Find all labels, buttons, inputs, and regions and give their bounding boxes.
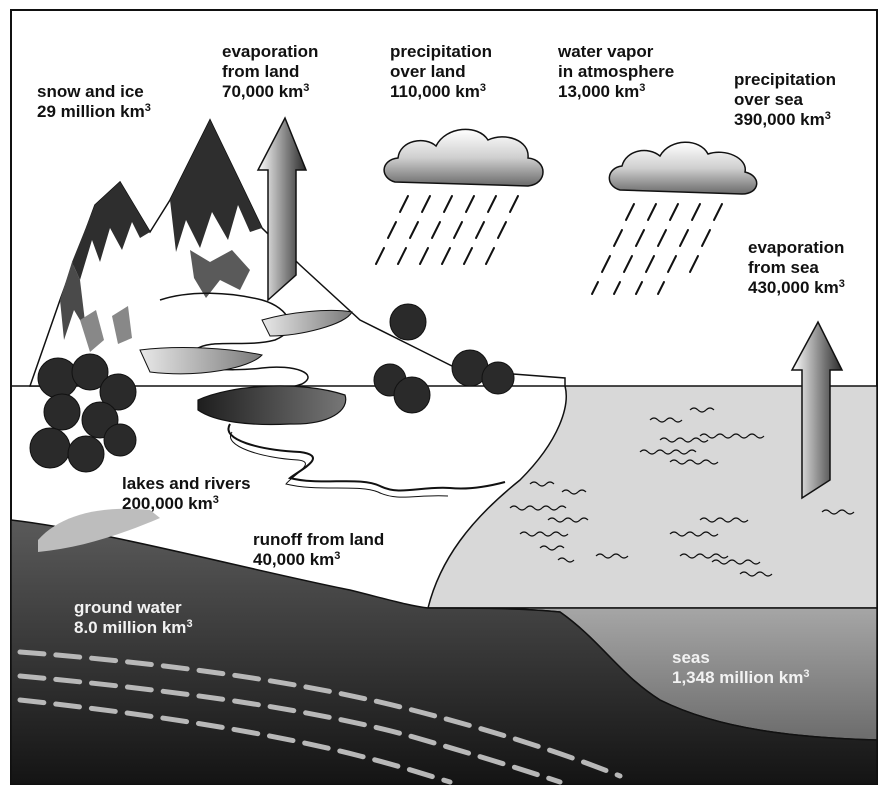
mountain-shadow — [60, 262, 86, 340]
runoff-amount: 40,000 km — [253, 550, 335, 569]
cloud-land — [383, 128, 544, 187]
lake-upper — [139, 347, 263, 375]
seas-amount: 1,348 million km — [672, 668, 804, 687]
label-evaporation-from-land: evaporation from land 70,000 km3 — [222, 42, 318, 102]
seas-unit-exp: 3 — [803, 668, 810, 680]
river-lower-bank — [229, 431, 449, 498]
sea-surface — [427, 385, 878, 609]
ground-water-layer — [10, 519, 878, 785]
precip-sea-line1: precipitation — [734, 70, 837, 89]
seas-line1: seas — [672, 648, 710, 667]
snow-ice-unit-exp: 3 — [144, 102, 151, 114]
label-precipitation-over-land: precipitation over land 110,000 km3 — [390, 42, 492, 102]
river-lower — [227, 423, 506, 492]
mountain-patch-2 — [112, 306, 132, 344]
label-water-vapor: water vapor in atmosphere 13,000 km3 — [558, 42, 674, 102]
evaporation-sea-arrow — [790, 320, 844, 500]
ground-unit-exp: 3 — [186, 618, 193, 630]
ground-amount: 8.0 million km — [74, 618, 187, 637]
label-lakes-and-rivers: lakes and rivers 200,000 km3 — [122, 474, 251, 514]
mountain-rock — [190, 250, 250, 298]
mountain-dark-face-left — [72, 182, 150, 280]
label-precipitation-over-sea: precipitation over sea 390,000 km3 — [734, 70, 836, 130]
lakes-amount: 200,000 km — [122, 494, 213, 513]
trees-left — [29, 353, 137, 473]
lake-dark — [197, 385, 347, 426]
evap-sea-line1: evaporation — [748, 238, 845, 257]
rain-land — [375, 195, 519, 265]
label-snow-and-ice: snow and ice 29 million km3 — [37, 82, 151, 122]
evaporation-land-arrow — [256, 116, 308, 302]
evap-land-unit-exp: 3 — [303, 82, 310, 94]
cloud-sea — [608, 141, 758, 195]
evap-land-amount: 70,000 km — [222, 82, 304, 101]
mountain-patch-1 — [80, 310, 104, 352]
precip-land-line2: over land — [390, 62, 466, 81]
precip-land-amount: 110,000 km — [390, 82, 480, 101]
ground-water-bands — [17, 649, 623, 785]
vapor-line1: water vapor — [558, 42, 654, 61]
ground-line1: ground water — [74, 598, 182, 617]
evap-land-line1: evaporation — [222, 42, 319, 61]
vapor-amount: 13,000 km — [558, 82, 640, 101]
vapor-line2: in atmosphere — [558, 62, 675, 81]
snow-ice-amount: 29 million km — [37, 102, 145, 121]
snow-ice-line1: snow and ice — [37, 82, 144, 101]
evap-sea-unit-exp: 3 — [838, 278, 845, 290]
precip-sea-amount: 390,000 km — [734, 110, 825, 129]
evap-sea-line2: from sea — [748, 258, 819, 277]
trees-center — [373, 303, 515, 414]
rain-sea — [591, 203, 723, 295]
evap-land-line2: from land — [222, 62, 300, 81]
lakes-unit-exp: 3 — [212, 494, 219, 506]
vapor-unit-exp: 3 — [639, 82, 646, 94]
label-evaporation-from-sea: evaporation from sea 430,000 km3 — [748, 238, 845, 298]
precip-sea-unit-exp: 3 — [824, 110, 831, 122]
precip-land-line1: precipitation — [390, 42, 493, 61]
evap-sea-amount: 430,000 km — [748, 278, 839, 297]
lakes-line1: lakes and rivers — [122, 474, 251, 493]
label-seas: seas 1,348 million km3 — [672, 648, 809, 688]
runoff-line1: runoff from land — [253, 530, 385, 549]
label-runoff-from-land: runoff from land 40,000 km3 — [253, 530, 384, 570]
sea-waves — [509, 407, 855, 577]
precip-land-unit-exp: 3 — [479, 82, 486, 94]
mountain-dark-face-right — [170, 120, 262, 252]
runoff-unit-exp: 3 — [334, 550, 341, 562]
precip-sea-line2: over sea — [734, 90, 803, 109]
label-ground-water: ground water 8.0 million km3 — [74, 598, 193, 638]
lake-edge-shade — [38, 508, 160, 552]
lake-upper-right — [261, 309, 353, 337]
